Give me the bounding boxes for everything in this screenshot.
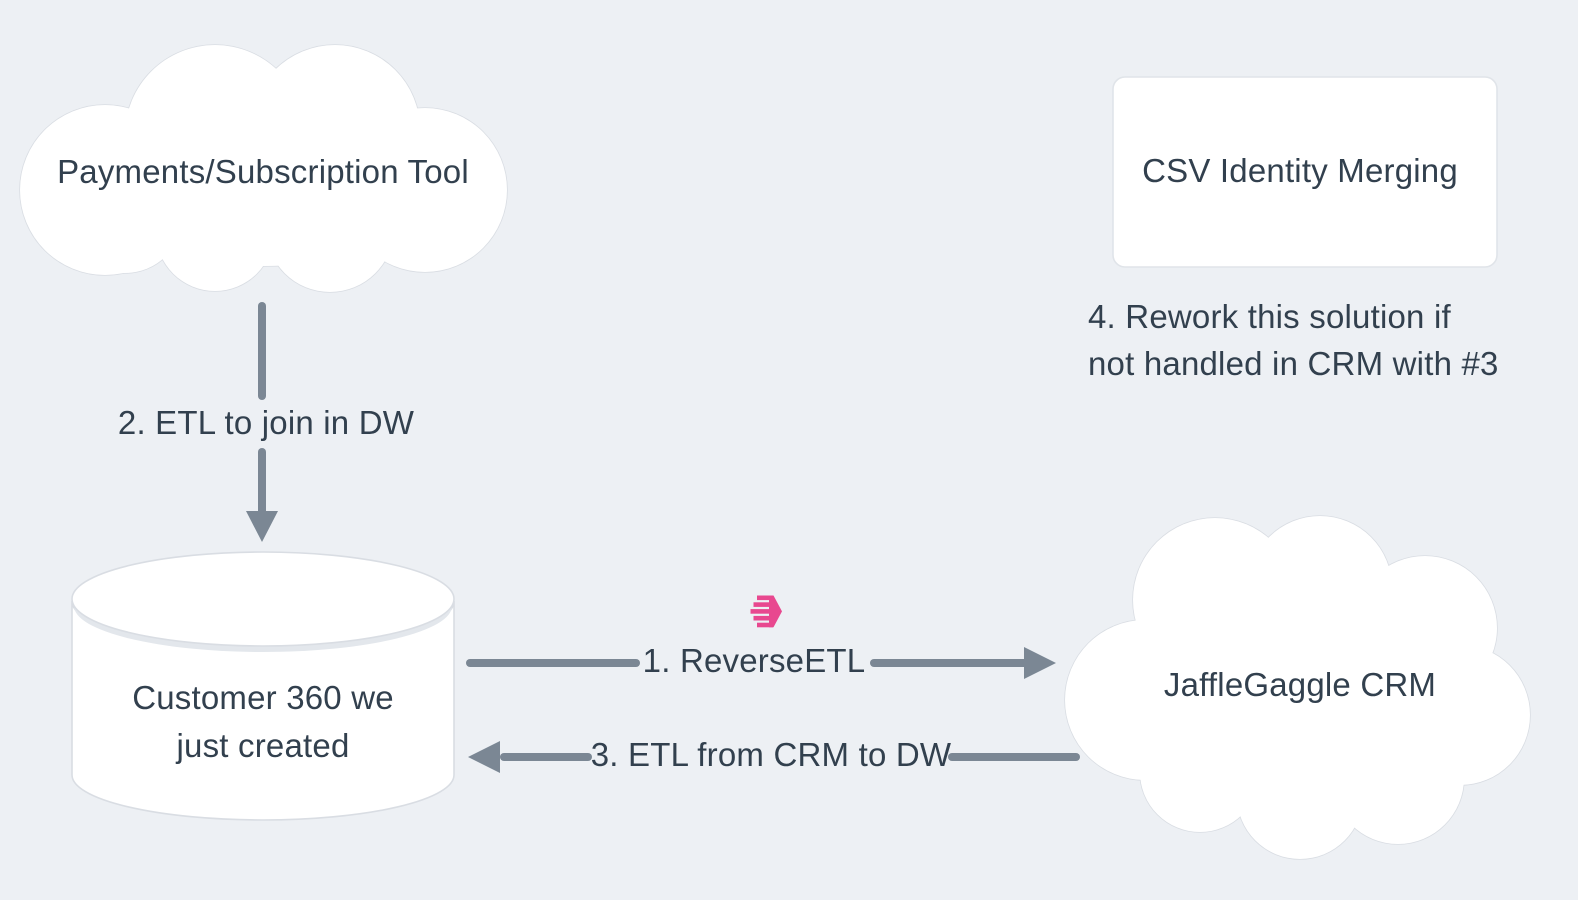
- etl-from-crm-arrow: [468, 741, 1080, 773]
- csv-card-shape: [1112, 76, 1498, 268]
- reverse-etl-logo-icon: [750, 595, 782, 628]
- etl-from-crm-arrow-label: 3. ETL from CRM to DW: [590, 736, 952, 773]
- etl-to-dw-arrow: [246, 302, 278, 542]
- rework-note: 4. Rework this solution if not handled i…: [1088, 293, 1499, 387]
- rework-note-line2: not handled in CRM with #3: [1088, 345, 1499, 382]
- etl-to-dw-arrow-label: 2. ETL to join in DW: [117, 404, 415, 441]
- customer360-label-line2: just created: [176, 727, 350, 764]
- reverse-etl-arrow: [466, 647, 1056, 679]
- csv-card-label: CSV Identity Merging: [1142, 152, 1458, 189]
- crm-cloud-label: JaffleGaggle CRM: [1163, 666, 1437, 703]
- reverse-etl-arrow-label: 1. ReverseETL: [642, 642, 866, 679]
- customer360-label-line1: Customer 360 we: [132, 679, 394, 716]
- customer360-label: Customer 360 we just created: [132, 674, 394, 770]
- rework-note-line1: 4. Rework this solution if: [1088, 298, 1451, 335]
- payments-cloud-label: Payments/Subscription Tool: [57, 153, 469, 190]
- customer360-cylinder-shape: [71, 551, 455, 821]
